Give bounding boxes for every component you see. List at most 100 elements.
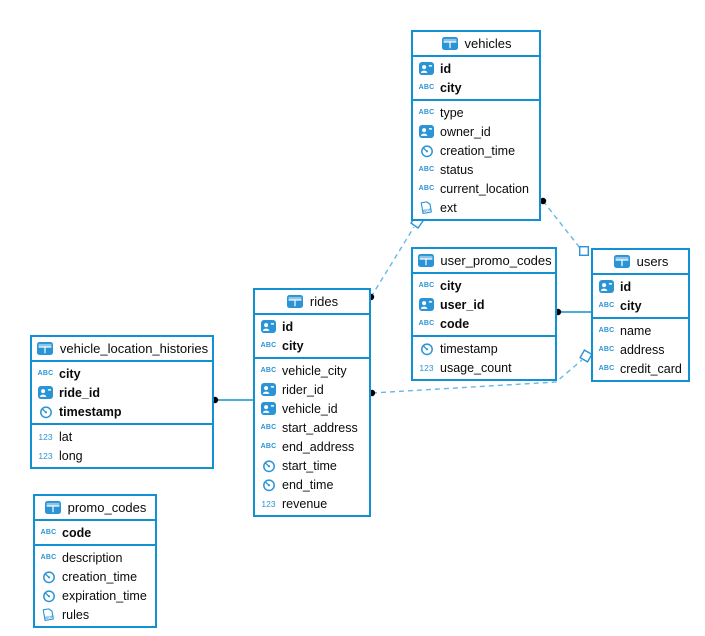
abc-text-icon: ABC — [260, 367, 277, 374]
column-label: credit_card — [620, 361, 682, 376]
column-label: creation_time — [440, 143, 516, 158]
column-label: ride_id — [59, 385, 100, 400]
column-label: id — [440, 61, 452, 76]
column-label: code — [62, 525, 92, 540]
column-label: revenue — [282, 496, 328, 511]
column-row: vehicle_id — [255, 399, 369, 418]
column-row: id — [255, 317, 369, 336]
user-id-icon — [417, 297, 436, 312]
abc-text-icon: ABC — [260, 443, 277, 450]
json-icon: JSON — [39, 607, 58, 622]
entity-header[interactable]: vehicle_location_histories — [32, 337, 212, 362]
column-label: user_id — [440, 297, 485, 312]
clock-icon — [259, 458, 278, 473]
number-123-icon: 123 — [419, 362, 434, 373]
column-row: timestamp — [32, 402, 212, 421]
column-row: 123 revenue — [255, 494, 369, 513]
column-row: expiration_time — [35, 586, 155, 605]
column-label: expiration_time — [62, 588, 147, 603]
table-icon — [613, 254, 632, 269]
relationship-vehicle_location_histories-rides[interactable] — [211, 396, 253, 404]
column-label: name — [620, 323, 652, 338]
column-label: vehicle_city — [282, 363, 347, 378]
column-label: end_time — [282, 477, 334, 492]
entity-header[interactable]: user_promo_codes — [413, 249, 555, 274]
column-row: creation_time — [35, 567, 155, 586]
number-123-icon: 123 — [261, 498, 276, 509]
entity-title: rides — [309, 294, 339, 309]
column-row: ABC vehicle_city — [255, 361, 369, 380]
svg-text:JSON: JSON — [44, 615, 55, 621]
column-label: city — [440, 80, 462, 95]
column-row: timestamp — [413, 339, 555, 358]
column-row: owner_id — [413, 122, 539, 141]
column-label: long — [59, 448, 83, 463]
column-label: ext — [440, 200, 457, 215]
clock-icon — [417, 341, 436, 356]
entity-title: users — [636, 254, 669, 269]
user-id-icon — [259, 319, 278, 334]
entity-header[interactable]: vehicles — [413, 32, 539, 57]
foreign-key-marker — [579, 349, 593, 363]
abc-text-icon: ABC — [418, 282, 435, 289]
column-row: 123 long — [32, 446, 212, 465]
user-id-icon — [36, 385, 55, 400]
table-icon — [416, 253, 435, 268]
clock-icon — [417, 143, 436, 158]
clock-icon — [39, 569, 58, 584]
user-id-icon — [259, 401, 278, 416]
entity-header[interactable]: rides — [255, 290, 369, 315]
number-123-icon: 123 — [38, 450, 53, 461]
entity-header[interactable]: promo_codes — [35, 496, 155, 521]
relationship-line[interactable] — [371, 359, 583, 394]
relationship-line[interactable] — [542, 200, 581, 249]
abc-text-icon: ABC — [598, 365, 615, 372]
abc-text-icon: ABC — [260, 424, 277, 431]
entity-title: promo_codes — [67, 500, 147, 515]
table-icon — [44, 500, 63, 515]
column-row: end_time — [255, 475, 369, 494]
column-label: city — [59, 366, 81, 381]
abc-text-icon: ABC — [598, 346, 615, 353]
relationship-line[interactable] — [370, 226, 415, 298]
column-label: city — [440, 278, 462, 293]
user-id-icon — [259, 382, 278, 397]
column-label: status — [440, 162, 474, 177]
endpoint-dot — [539, 197, 547, 205]
column-label: start_address — [282, 420, 358, 435]
column-label: usage_count — [440, 360, 512, 375]
column-label: owner_id — [440, 124, 491, 139]
abc-text-icon: ABC — [40, 554, 57, 561]
relationship-user_promo_codes-users[interactable] — [554, 308, 591, 316]
foreign-key-marker — [579, 245, 590, 256]
abc-text-icon: ABC — [418, 320, 435, 327]
column-label: lat — [59, 429, 73, 444]
relationship-vehicles-users[interactable] — [539, 197, 590, 256]
entity-header[interactable]: users — [593, 250, 688, 275]
